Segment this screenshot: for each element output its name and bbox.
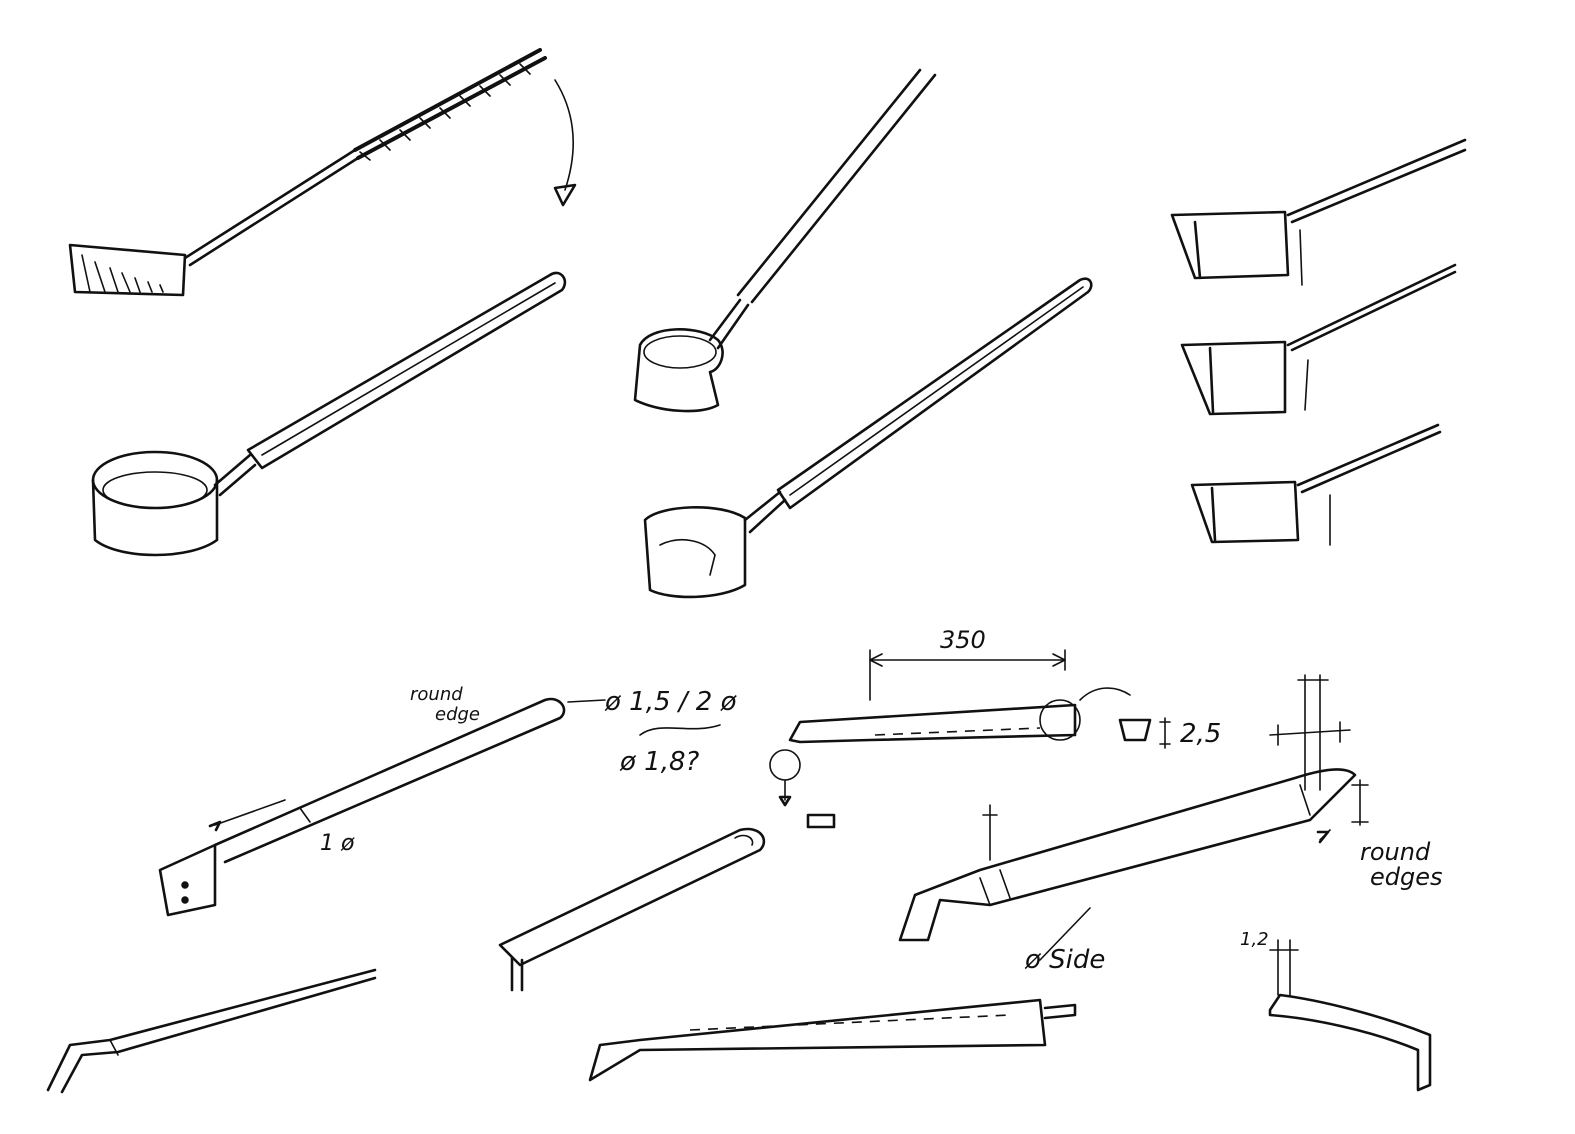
handle-sketch-round-edge xyxy=(158,697,721,917)
annotation-diameter-b: ø 1,8? xyxy=(619,747,700,777)
ladle-sketch-spouted-small xyxy=(633,68,937,413)
ladle-sketch-round-pot xyxy=(91,271,567,557)
annotation-thickness: 2,5 xyxy=(1180,719,1221,749)
annotation-edges: edges xyxy=(1370,863,1443,891)
ladle-sketch-spouted-large xyxy=(643,277,1093,599)
annotation-small-dim: 1,2 xyxy=(1240,929,1269,950)
annotation-length-350: 350 xyxy=(940,626,986,654)
handle-sketch-bent xyxy=(46,968,377,1094)
handle-sketch-long-tapered xyxy=(588,998,1077,1082)
annotation-diameter-a: ø 1,5 / 2 ø xyxy=(604,687,738,717)
annotation-round: round xyxy=(410,684,463,705)
handle-sketch-bracket xyxy=(1268,939,1432,1092)
annotation-diameter-c: 1 ø xyxy=(320,831,355,856)
annotation-side: ø Side xyxy=(1024,945,1105,975)
handle-sketch-tapered xyxy=(898,674,1369,961)
handle-sketch-dimensioned xyxy=(769,649,1171,829)
annotation-round-2: round xyxy=(1360,838,1431,866)
ladle-sketch-rectangular-hatched xyxy=(68,48,577,297)
annotation-edge: edge xyxy=(435,704,480,725)
handle-sketch-flat xyxy=(498,827,766,992)
cross-section-sketches xyxy=(1170,138,1467,546)
